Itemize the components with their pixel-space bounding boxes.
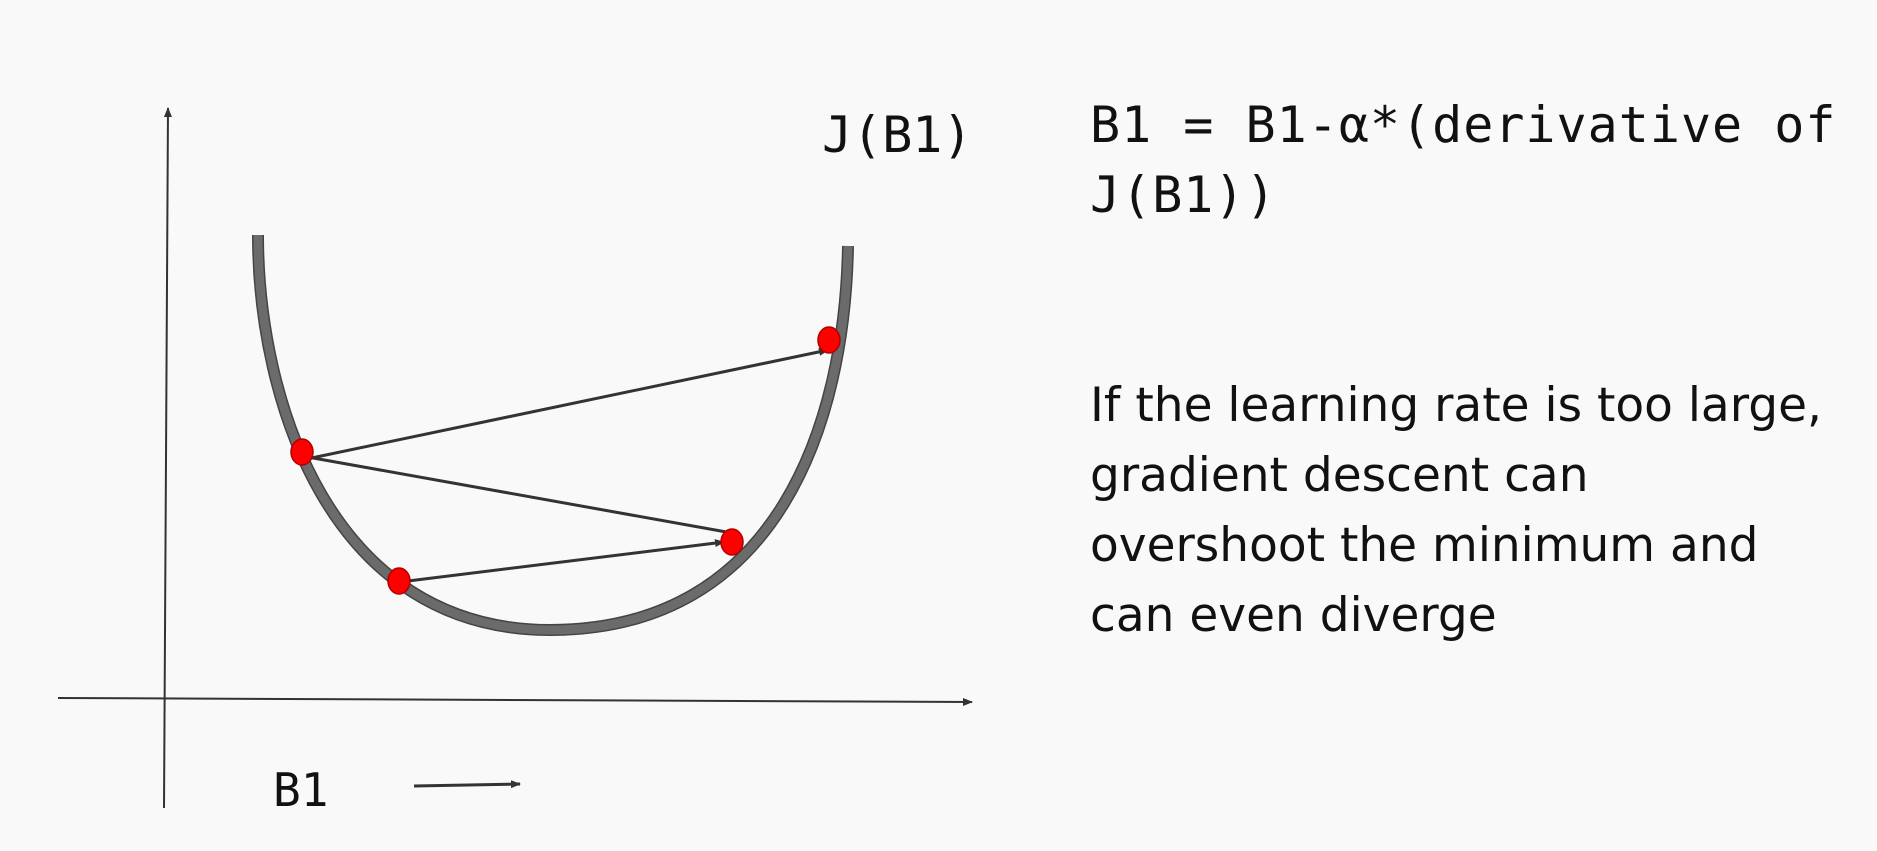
- direction-arrow: [413, 780, 521, 789]
- iteration-point: [720, 528, 744, 556]
- cost-curve: [253, 234, 853, 635]
- explanation-text: If the learning rate is too large, gradi…: [1090, 378, 1822, 643]
- step-arrow-2: [301, 454, 733, 535]
- x-axis-label: B1: [273, 763, 328, 817]
- y-axis: [163, 107, 172, 809]
- iteration-point: [387, 567, 411, 595]
- iteration-point: [290, 438, 314, 466]
- curve-label: J(B1): [822, 106, 973, 164]
- step-arrow-3: [301, 347, 829, 462]
- cost-curve-outline: [252, 234, 854, 637]
- step-arrow-1: [399, 539, 725, 584]
- update-formula: B1 = B1-α*(derivative of J(B1)): [1090, 96, 1837, 224]
- iteration-point: [817, 326, 841, 354]
- x-axis: [57, 697, 973, 706]
